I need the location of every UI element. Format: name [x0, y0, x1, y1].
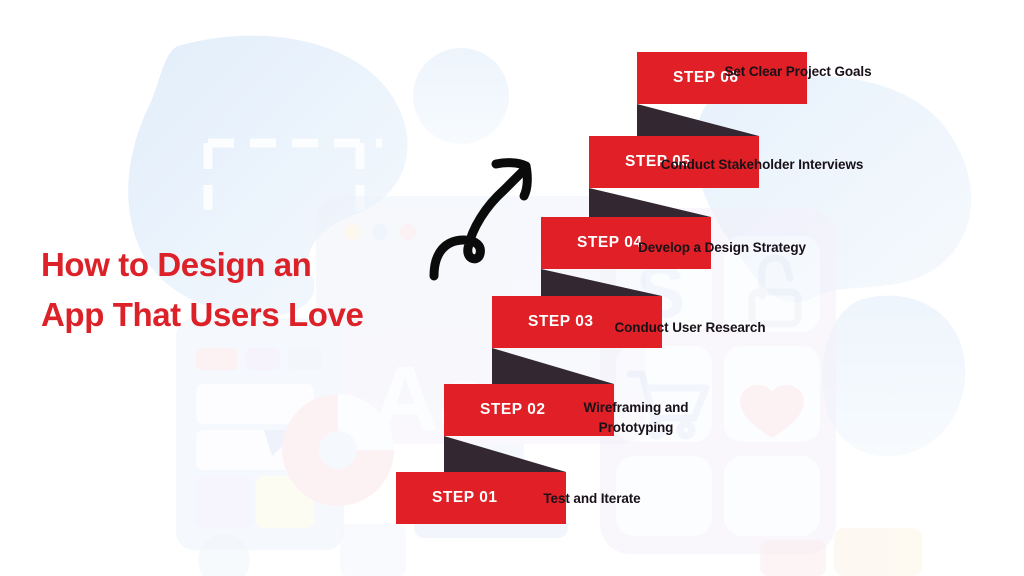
- step-label-05: STEP 05: [625, 153, 691, 170]
- step-description-02: Wireframing and Prototyping: [583, 400, 689, 436]
- step-description-03: Conduct User Research: [614, 320, 766, 335]
- curved-arrow: [420, 148, 550, 293]
- step-label-02: STEP 02: [480, 401, 546, 418]
- step-description-04: Develop a Design Strategy: [638, 240, 806, 255]
- curved-up-right-arrow-icon: [429, 158, 532, 281]
- page-title: How to Design an App That Users Love: [41, 240, 461, 340]
- page-title-line-2: App That Users Love: [41, 296, 364, 334]
- step-description-05: Conduct Stakeholder Interviews: [660, 157, 864, 172]
- step-label-03: STEP 03: [528, 313, 594, 330]
- step-description-06: Set Clear Project Goals: [724, 64, 872, 79]
- step-description-01: Test and Iterate: [543, 491, 641, 506]
- step-label-01: STEP 01: [432, 489, 498, 506]
- page-title-line-1: How to Design an: [41, 246, 312, 283]
